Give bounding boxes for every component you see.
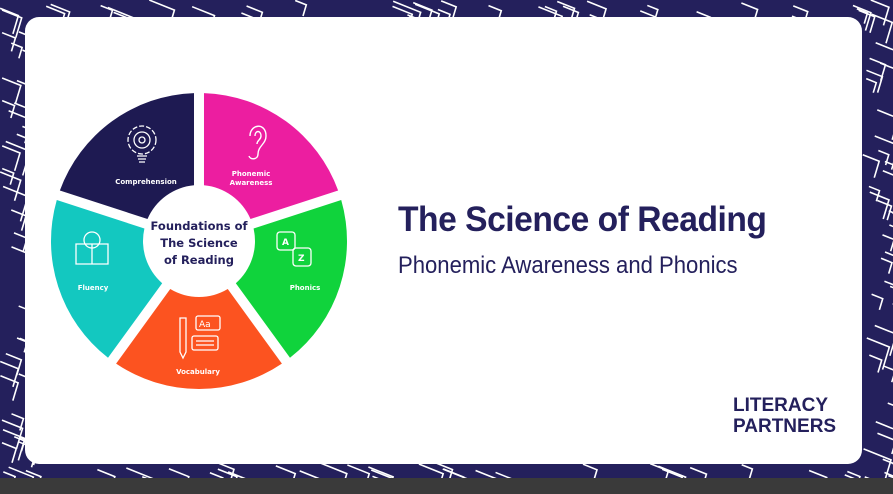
pattern-stroke [0,375,20,401]
pattern-stroke [869,191,890,220]
pattern-stroke [862,153,881,178]
pattern-stroke [1,167,15,185]
pattern-stroke [865,77,878,93]
pattern-stroke [741,463,754,480]
pattern-stroke [294,0,308,17]
wheel-segment-phonics [235,200,348,358]
wheel-segment-comprehension [59,93,195,220]
segment-label-phonics: Phonics [289,284,321,292]
a-z-cards-icon: AZ [276,231,312,267]
gear-lightbulb-icon [127,125,157,163]
pattern-stroke [874,135,893,170]
pattern-stroke [876,109,893,140]
pattern-stroke [852,4,872,31]
logo-line-2: PARTNERS [733,416,837,437]
pattern-stroke [1,99,16,119]
pattern-stroke [884,471,893,491]
pattern-stroke [869,354,883,373]
pattern-stroke [871,293,884,311]
pattern-stroke [887,402,893,407]
literacy-partners-logo: LITERACY PARTNERS [733,395,836,437]
pattern-stroke [1,31,17,52]
pattern-stroke [874,324,893,357]
pattern-stroke [878,149,890,166]
pattern-stroke [1,442,18,463]
book-reader-icon [75,231,109,265]
pattern-stroke [866,337,891,370]
pattern-stroke [875,421,893,455]
segment-label-comprehension: Comprehension [115,178,177,186]
pattern-stroke [877,432,893,465]
pattern-stroke [1,419,24,450]
pattern-stroke [869,57,887,81]
wheel-center-text: Foundations of The Science of Reading [143,218,255,269]
pencil-speech-icon: Aa [179,315,221,360]
ear-icon [248,125,267,160]
pattern-stroke [5,352,23,376]
svg-text:Z: Z [298,254,305,264]
logo-line-1: LITERACY [733,395,828,416]
pattern-stroke [882,458,893,465]
pattern-stroke [882,234,893,252]
wheel-segment-phonemic-awareness [203,93,339,220]
wheel-center [147,189,251,293]
segment-label-vocabulary: Vocabulary [176,368,220,376]
pattern-stroke [440,0,458,23]
pattern-stroke [1,9,23,38]
center-line-3: of Reading [164,253,234,267]
pattern-stroke [882,170,893,176]
pattern-stroke [647,4,659,21]
pattern-stroke [0,7,20,35]
pattern-stroke [1,145,21,172]
svg-text:Aa: Aa [199,320,211,330]
pattern-stroke [877,199,893,221]
pattern-stroke [870,0,890,26]
slide-title: The Science of Reading [398,200,767,239]
pattern-stroke [875,42,893,51]
bottom-bar [0,478,893,494]
slide-subtitle: Phonemic Awareness and Phonics [398,252,738,279]
segment-label-fluency: Fluency [77,284,109,292]
pattern-stroke [13,435,26,452]
wheel-segment-fluency [51,200,163,358]
pattern-stroke [2,428,26,461]
pattern-stroke [858,9,876,33]
wheel-segment-vocabulary [116,289,282,390]
center-line-2: The Science [160,236,238,250]
pattern-stroke [880,257,893,274]
pattern-stroke [871,13,893,44]
pattern-stroke [868,185,881,202]
center-line-1: Foundations of [150,219,248,233]
pattern-stroke [1,77,22,105]
pattern-stroke [10,42,24,59]
pattern-stroke [884,251,893,257]
svg-text:A: A [282,238,289,248]
pattern-stroke [0,171,22,201]
pattern-stroke [11,413,25,431]
pattern-stroke [866,69,884,93]
segment-label-phonemic-awareness: Phonemic Awareness [229,170,273,187]
pattern-stroke [879,62,893,70]
